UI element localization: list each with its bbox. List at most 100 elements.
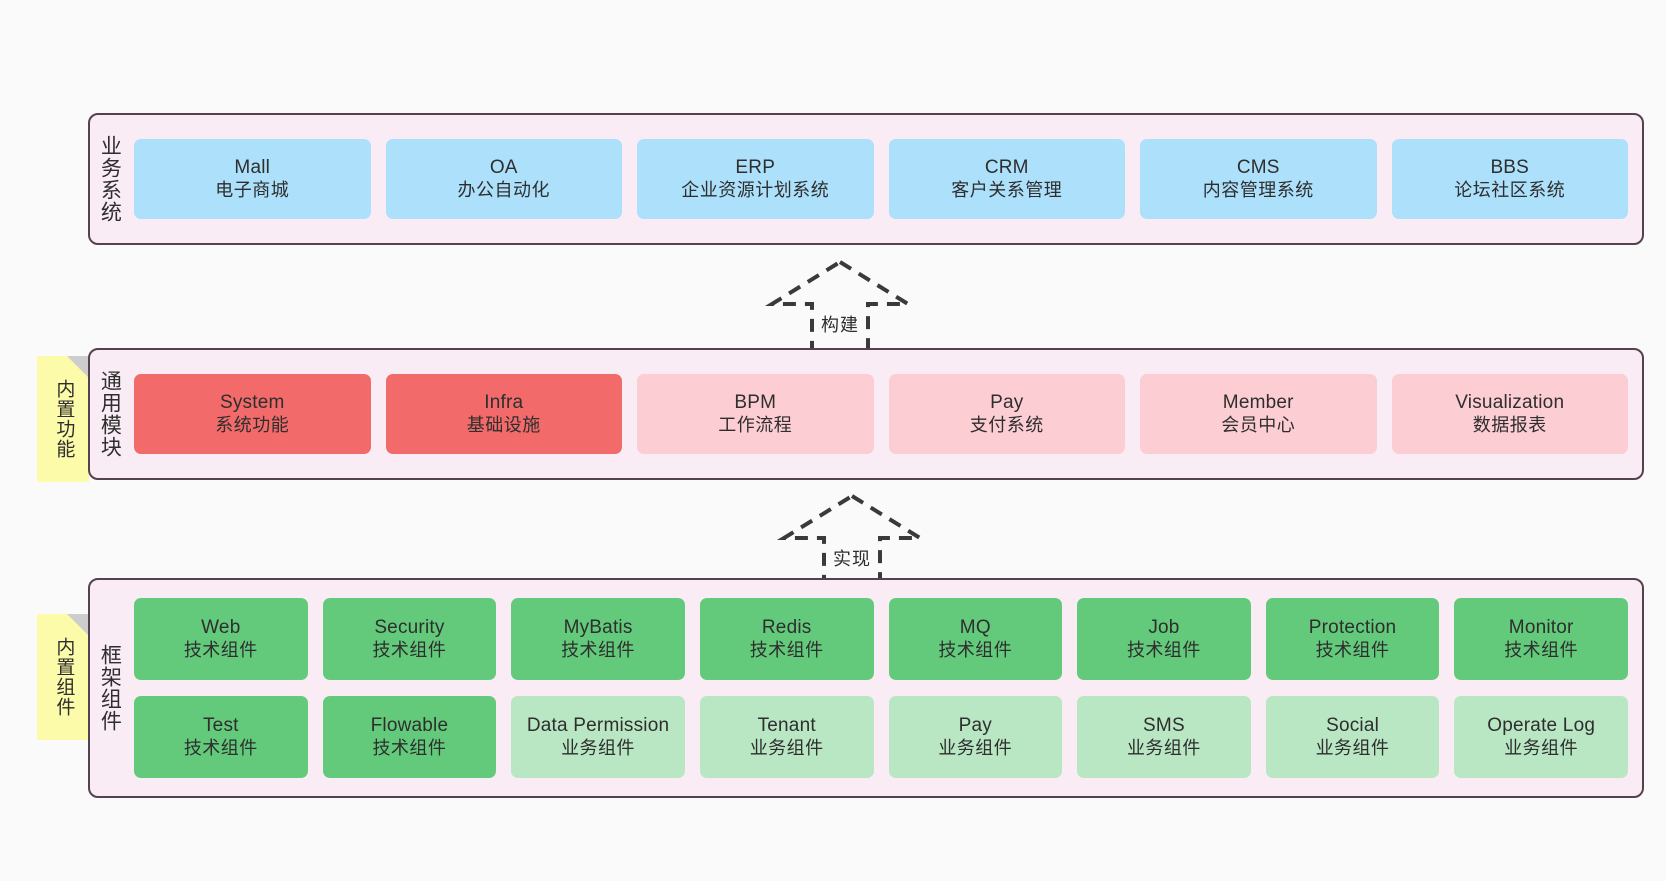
tile-mybatis[interactable]: MyBatis 技术组件 — [511, 598, 685, 680]
layer-panel-common-modules: 通用模块 System 系统功能 Infra 基础设施 BPM 工作流程 Pay — [88, 348, 1644, 480]
tile-data-permission[interactable]: Data Permission 业务组件 — [511, 696, 685, 778]
generalization-arrow-icon — [776, 493, 928, 587]
tile-bpm[interactable]: BPM 工作流程 — [637, 374, 874, 454]
tile-row-tech-components: Web 技术组件 Security 技术组件 MyBatis 技术组件 Redi… — [134, 598, 1628, 680]
tile-security[interactable]: Security 技术组件 — [322, 598, 497, 680]
tile-title: Data Permission — [526, 715, 670, 737]
tile-subtitle: 业务组件 — [749, 737, 824, 758]
tile-subtitle: 会员中心 — [1221, 414, 1296, 435]
tile-subtitle: 基础设施 — [466, 414, 541, 435]
tile-member[interactable]: Member 会员中心 — [1140, 374, 1377, 454]
tile-title: Visualization — [1455, 392, 1565, 414]
layer-body-framework-components: Web 技术组件 Security 技术组件 MyBatis 技术组件 Redi… — [128, 580, 1642, 796]
tile-subtitle: 技术组件 — [1315, 639, 1390, 660]
tile-title: Flowable — [370, 715, 449, 737]
tile-operate-log[interactable]: Operate Log 业务组件 — [1454, 696, 1628, 778]
tile-title: Test — [202, 715, 239, 737]
folded-corner-icon — [67, 356, 89, 378]
tile-mq[interactable]: MQ 技术组件 — [888, 598, 1063, 680]
tile-infra[interactable]: Infra 基础设施 — [385, 374, 622, 454]
layer-label-framework-components: 框架组件 — [98, 644, 122, 732]
sticky-note-builtin-components: 内置组件 — [37, 614, 89, 740]
layer-body-business-systems: Mall 电子商城 OA 办公自动化 ERP 企业资源计划系统 CRM 客户关系… — [128, 115, 1642, 243]
tile-title: Redis — [761, 617, 812, 639]
connector-build-arrow: 构建 — [760, 258, 920, 353]
tile-social[interactable]: Social 业务组件 — [1265, 696, 1440, 778]
tile-title: ERP — [735, 157, 776, 179]
tile-subtitle: 技术组件 — [749, 639, 824, 660]
layer-body-common-modules: System 系统功能 Infra 基础设施 BPM 工作流程 Pay 支付系统… — [128, 350, 1642, 478]
tile-title: Operate Log — [1487, 715, 1596, 737]
tile-subtitle: 技术组件 — [1126, 639, 1201, 660]
tile-subtitle: 企业资源计划系统 — [681, 179, 830, 200]
tile-row-common-modules: System 系统功能 Infra 基础设施 BPM 工作流程 Pay 支付系统… — [134, 374, 1628, 454]
tile-system[interactable]: System 系统功能 — [134, 374, 371, 454]
tile-mall[interactable]: Mall 电子商城 — [134, 139, 371, 219]
tile-subtitle: 数据报表 — [1472, 414, 1547, 435]
tile-title: OA — [489, 157, 518, 179]
tile-row-business-systems: Mall 电子商城 OA 办公自动化 ERP 企业资源计划系统 CRM 客户关系… — [134, 139, 1628, 219]
tile-subtitle: 系统功能 — [215, 414, 290, 435]
sticky-note-builtin-features: 内置功能 — [37, 356, 89, 482]
tile-title: Monitor — [1508, 617, 1574, 639]
tile-tenant[interactable]: Tenant 业务组件 — [699, 696, 874, 778]
tile-title: Job — [1148, 617, 1180, 639]
tile-pay-component[interactable]: Pay 业务组件 — [888, 696, 1063, 778]
layer-panel-business-systems: 业务系统 Mall 电子商城 OA 办公自动化 ERP 企业资源计划系统 CRM — [88, 113, 1644, 245]
tile-test[interactable]: Test 技术组件 — [134, 696, 308, 778]
tile-subtitle: 业务组件 — [561, 737, 636, 758]
tile-flowable[interactable]: Flowable 技术组件 — [322, 696, 497, 778]
tile-title: Social — [1326, 715, 1380, 737]
tile-subtitle: 技术组件 — [561, 639, 636, 660]
layer-label-business-systems: 业务系统 — [98, 135, 122, 223]
tile-title: Web — [201, 617, 241, 639]
tile-subtitle: 技术组件 — [372, 639, 447, 660]
tile-title: Member — [1222, 392, 1294, 414]
tile-visualization[interactable]: Visualization 数据报表 — [1391, 374, 1628, 454]
tile-cms[interactable]: CMS 内容管理系统 — [1140, 139, 1377, 219]
tile-subtitle: 支付系统 — [969, 414, 1044, 435]
tile-title: CRM — [984, 157, 1029, 179]
tile-title: Pay — [990, 392, 1024, 414]
tile-row-business-components: Test 技术组件 Flowable 技术组件 Data Permission … — [134, 696, 1628, 778]
tile-bbs[interactable]: BBS 论坛社区系统 — [1391, 139, 1628, 219]
tile-title: BBS — [1490, 157, 1530, 179]
tile-oa[interactable]: OA 办公自动化 — [385, 139, 622, 219]
tile-title: MyBatis — [563, 617, 633, 639]
tile-subtitle: 业务组件 — [938, 737, 1013, 758]
tile-subtitle: 技术组件 — [183, 639, 258, 660]
tile-redis[interactable]: Redis 技术组件 — [699, 598, 874, 680]
tile-sms[interactable]: SMS 业务组件 — [1077, 696, 1251, 778]
tile-subtitle: 技术组件 — [1504, 639, 1579, 660]
tile-web[interactable]: Web 技术组件 — [134, 598, 308, 680]
tile-subtitle: 内容管理系统 — [1202, 179, 1314, 200]
layer-panel-framework-components: 框架组件 Web 技术组件 Security 技术组件 MyBatis 技术组件… — [88, 578, 1644, 798]
tile-subtitle: 业务组件 — [1315, 737, 1390, 758]
sticky-note-label: 内置功能 — [53, 379, 75, 459]
tile-subtitle: 工作流程 — [718, 414, 793, 435]
tile-title: Pay — [958, 715, 992, 737]
tile-erp[interactable]: ERP 企业资源计划系统 — [637, 139, 874, 219]
tile-title: SMS — [1143, 715, 1185, 737]
tile-title: Mall — [234, 157, 271, 179]
tile-pay-module[interactable]: Pay 支付系统 — [888, 374, 1125, 454]
tile-subtitle: 业务组件 — [1126, 737, 1201, 758]
sticky-note-label: 内置组件 — [53, 637, 75, 717]
tile-crm[interactable]: CRM 客户关系管理 — [888, 139, 1125, 219]
tile-protection[interactable]: Protection 技术组件 — [1265, 598, 1440, 680]
tile-job[interactable]: Job 技术组件 — [1077, 598, 1251, 680]
layer-label-common-modules: 通用模块 — [98, 370, 122, 458]
connector-implement-arrow: 实现 — [772, 492, 932, 587]
tile-title: System — [219, 392, 285, 414]
tile-subtitle: 办公自动化 — [457, 179, 550, 200]
tile-title: Infra — [484, 392, 524, 414]
tile-subtitle: 技术组件 — [183, 737, 258, 758]
tile-subtitle: 客户关系管理 — [951, 179, 1063, 200]
tile-subtitle: 技术组件 — [938, 639, 1013, 660]
generalization-arrow-icon — [764, 259, 916, 353]
tile-title: BPM — [734, 392, 777, 414]
tile-subtitle: 业务组件 — [1504, 737, 1579, 758]
tile-title: CMS — [1236, 157, 1280, 179]
tile-monitor[interactable]: Monitor 技术组件 — [1454, 598, 1628, 680]
